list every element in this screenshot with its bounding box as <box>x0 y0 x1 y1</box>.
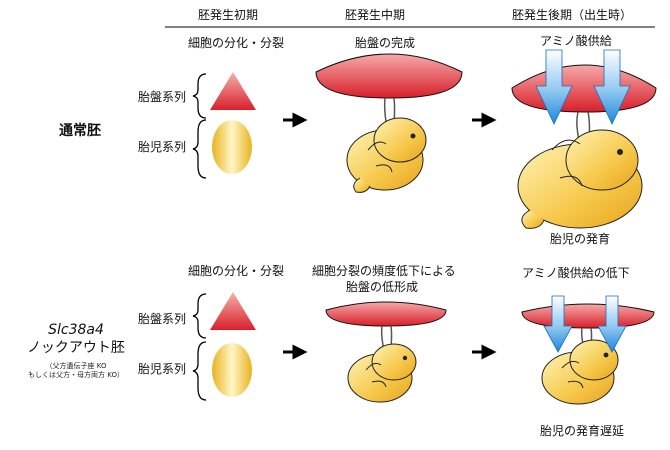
label-fetus-lineage: 胎児系列 <box>138 140 187 154</box>
header-late: 胚発生後期（出生時） <box>512 8 633 22</box>
caption-mid-ko-line2: 胎盤の低形成 <box>346 280 419 294</box>
fetus-late-normal <box>517 129 643 229</box>
row-label-gene: Slc38a4 <box>48 322 104 338</box>
brace-fetus-ko <box>192 341 207 401</box>
caption-late-top-ko: アミノ酸供給の低下 <box>522 266 630 280</box>
fetus-lineage-egg-ko <box>212 343 252 397</box>
fetus-lineage-egg-normal <box>212 120 252 174</box>
placenta-late-ko <box>521 303 655 329</box>
header-mid: 胚発生中期 <box>345 8 406 22</box>
label-fetus-lineage-ko: 胎児系列 <box>138 362 187 376</box>
amino-acid-arrow-icon <box>543 295 573 353</box>
brace-fetus-normal <box>192 119 207 179</box>
caption-early-ko: 細胞の分化・分裂 <box>188 264 285 278</box>
caption-mid-normal: 胎盤の完成 <box>355 36 416 50</box>
placenta-mid-ko <box>325 301 447 327</box>
fetus-mid-normal <box>346 117 427 193</box>
note-ko-line2: もしくは父方・母方両方 KO） <box>28 371 124 379</box>
caption-mid-ko-line1: 細胞分裂の頻度低下による <box>312 264 456 278</box>
header-early: 胚発生初期 <box>198 8 259 22</box>
placenta-mid-normal <box>315 53 463 99</box>
fetus-late-ko <box>541 339 619 405</box>
placenta-lineage-triangle-ko <box>210 292 256 330</box>
brace-placenta-normal <box>192 73 207 119</box>
note-ko-line1: （父方遺伝子座 KO <box>45 362 107 370</box>
caption-late-bottom-ko: 胎児の発育遅延 <box>540 424 625 438</box>
amino-acid-arrow-icon <box>597 295 627 353</box>
label-placenta-lineage-ko: 胎盤系列 <box>138 312 187 326</box>
row-label-knockout: ノックアウト胚 <box>27 340 125 356</box>
amino-acid-arrow-icon <box>535 49 573 125</box>
placenta-late-normal <box>511 64 657 113</box>
caption-late-bottom-normal: 胎児の発育 <box>550 232 611 246</box>
brace-placenta-ko <box>192 293 207 339</box>
fetus-mid-ko <box>347 343 417 403</box>
caption-late-top-normal: アミノ酸供給 <box>540 34 612 48</box>
placenta-lineage-triangle-normal <box>210 72 256 110</box>
label-placenta-lineage: 胎盤系列 <box>138 90 187 104</box>
amino-acid-arrow-icon <box>593 49 631 125</box>
caption-early-normal: 細胞の分化・分裂 <box>188 36 285 50</box>
row-label-normal: 通常胚 <box>59 123 101 139</box>
